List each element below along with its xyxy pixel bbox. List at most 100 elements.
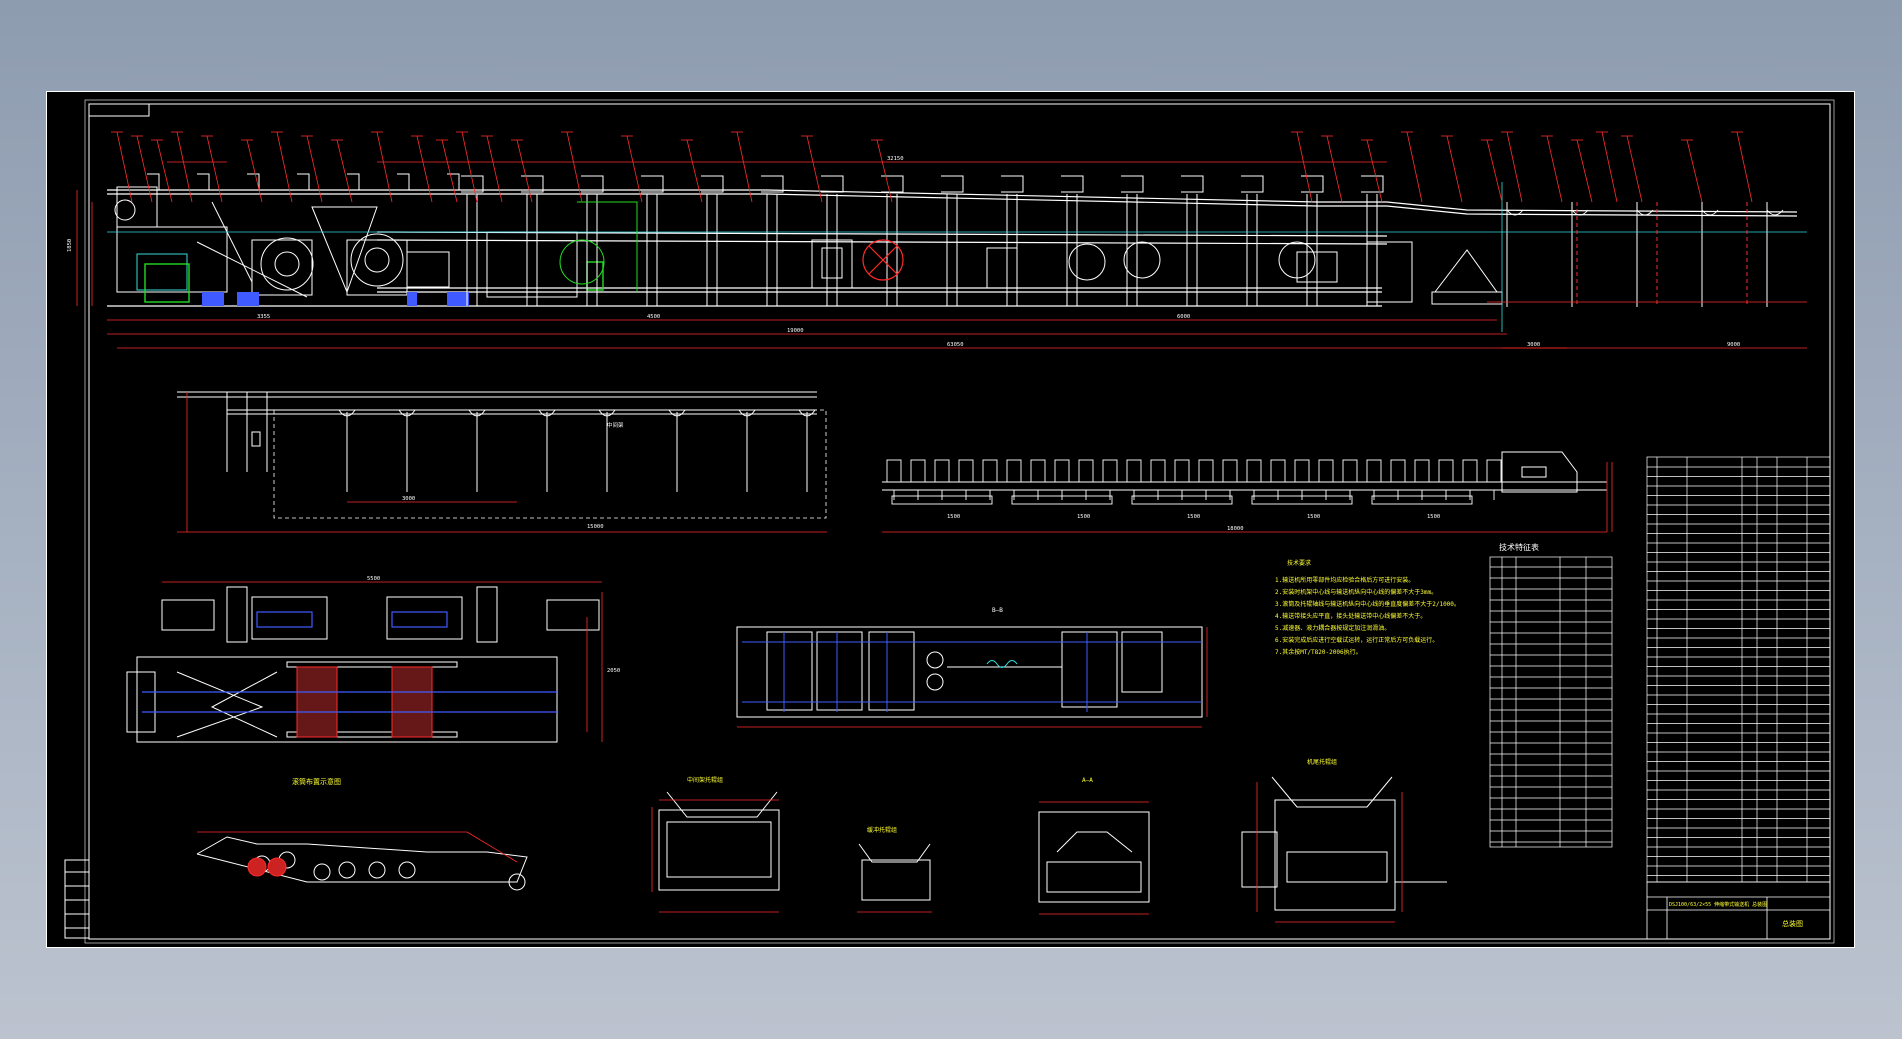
view-buffer-idler-label: 缓冲托辊组 <box>867 826 897 834</box>
leader-line <box>686 139 703 203</box>
leader-line <box>876 139 893 203</box>
idler-roller <box>1294 459 1310 483</box>
leader-line <box>136 135 153 203</box>
idler-bracket <box>1301 175 1324 193</box>
idler-bracket <box>598 409 616 417</box>
leader-line <box>206 135 223 203</box>
svg-text:9000: 9000 <box>1727 342 1740 348</box>
svg-text:3000: 3000 <box>1527 342 1540 348</box>
leader-line <box>736 131 753 203</box>
leader-line <box>806 135 823 203</box>
title-block: DSJ100/63/2×55 伸缩带式输送机 总装图 总装图 <box>1646 881 1831 940</box>
idler-roller <box>958 459 974 483</box>
svg-text:1500: 1500 <box>947 514 960 520</box>
idler-bracket <box>1181 175 1204 193</box>
svg-text:1500: 1500 <box>1187 514 1200 520</box>
tail-section-view: 15000 3000 中间架 <box>177 391 827 533</box>
idler-roller <box>1390 459 1406 483</box>
svg-text:4500: 4500 <box>647 314 660 320</box>
idler-bracket <box>1636 209 1654 216</box>
assembly-drawing: 32150 19000 63050 3355 4500 6000 3000 90… <box>64 99 1835 944</box>
idler-roller <box>886 459 902 483</box>
loading-section-view: 18000 1500 1500 1500 1500 1500 <box>882 451 1613 533</box>
tech-table-title: 技术特征表 <box>1499 542 1539 552</box>
idler-roller <box>1054 459 1070 483</box>
idler-bracket <box>581 175 604 193</box>
leader-line <box>116 131 133 203</box>
idler-bracket <box>1506 209 1524 216</box>
idler-roller <box>1246 459 1262 483</box>
leader-line <box>1736 131 1753 203</box>
leader-line <box>626 135 643 203</box>
leader-line <box>1366 139 1383 203</box>
idler-roller <box>1414 459 1430 483</box>
idler-bracket <box>461 175 484 193</box>
buffer-bed <box>1131 495 1233 505</box>
main-elevation-view: 32150 19000 63050 3355 4500 6000 3000 90… <box>67 131 1807 349</box>
idler-roller <box>1462 459 1478 483</box>
idler-bracket <box>521 175 544 193</box>
parts-list-table <box>1646 456 1831 883</box>
leader-line <box>1576 139 1593 203</box>
leader-line <box>246 139 263 203</box>
idler-bracket <box>641 175 664 193</box>
note-4: 4.输送带接头应平直，接头处输送带中心线偏差不大于。 <box>1275 612 1426 620</box>
leader-line <box>376 131 393 203</box>
idler-sections <box>658 776 1447 911</box>
idler-bracket <box>1361 175 1384 193</box>
svg-text:19000: 19000 <box>787 328 804 334</box>
idler-bracket <box>398 409 416 417</box>
leader-line <box>1546 135 1563 203</box>
idler-bracket <box>1001 175 1024 193</box>
leader-line <box>156 139 173 203</box>
leader-line <box>516 139 533 203</box>
leader-line <box>1686 139 1703 203</box>
buffer-bed <box>1371 495 1473 505</box>
svg-text:63050: 63050 <box>947 342 964 348</box>
idler-bracket <box>701 175 724 193</box>
drawing-title: DSJ100/63/2×55 伸缩带式输送机 总装图 <box>1669 901 1767 908</box>
svg-text:1500: 1500 <box>1427 514 1440 520</box>
svg-text:1850: 1850 <box>67 239 73 252</box>
idler-roller <box>1198 459 1214 483</box>
leader-line <box>416 135 433 203</box>
idler-bracket <box>297 173 310 190</box>
leader-line <box>566 131 583 203</box>
drum-arrangement-schematic: 滚筒布置示意图 <box>196 777 528 891</box>
idler-bracket <box>1766 209 1784 216</box>
svg-text:32150: 32150 <box>887 156 904 162</box>
idler-roller <box>1270 459 1286 483</box>
idler-bracket <box>761 175 784 193</box>
svg-text:3000: 3000 <box>402 496 415 502</box>
svg-text:18000: 18000 <box>1227 526 1244 532</box>
note-7: 7.其余按MT/T820-2006执行。 <box>1275 648 1362 656</box>
idler-bracket <box>941 175 964 193</box>
idler-bracket <box>347 173 360 190</box>
leader-line <box>1446 135 1463 203</box>
idler-bracket <box>821 175 844 193</box>
idler-roller <box>1030 459 1046 483</box>
leader-line <box>1601 131 1618 203</box>
idler-bracket <box>1241 175 1264 193</box>
svg-text:15000: 15000 <box>587 524 604 530</box>
table-border <box>1489 556 1613 848</box>
idler-bracket <box>1061 175 1084 193</box>
leader-line <box>336 139 353 203</box>
note-1: 1.输送机所用零部件均应检验合格后方可进行安装。 <box>1275 576 1414 584</box>
idler-roller <box>1102 459 1118 483</box>
svg-text:5500: 5500 <box>367 576 380 582</box>
idler-bracket <box>197 173 210 190</box>
technical-requirements: 技术要求 1.输送机所用零部件均应检验合格后方可进行安装。 2.安装时机架中心线… <box>1275 559 1460 656</box>
leader-line <box>1626 135 1643 203</box>
leader-line <box>276 131 293 203</box>
buffer-bed <box>1251 495 1353 505</box>
cad-viewport[interactable]: 32150 19000 63050 3355 4500 6000 3000 90… <box>46 91 1855 948</box>
view-middle-idler-label: 中间架托辊组 <box>687 776 723 784</box>
idler-bracket <box>538 409 556 417</box>
idler-roller <box>1006 459 1022 483</box>
idler-roller <box>1078 459 1094 483</box>
technical-feature-table: 技术特征表 <box>1489 542 1613 848</box>
idler-bracket <box>1701 209 1719 216</box>
svg-text:6000: 6000 <box>1177 314 1190 320</box>
leader-line <box>1486 139 1503 203</box>
